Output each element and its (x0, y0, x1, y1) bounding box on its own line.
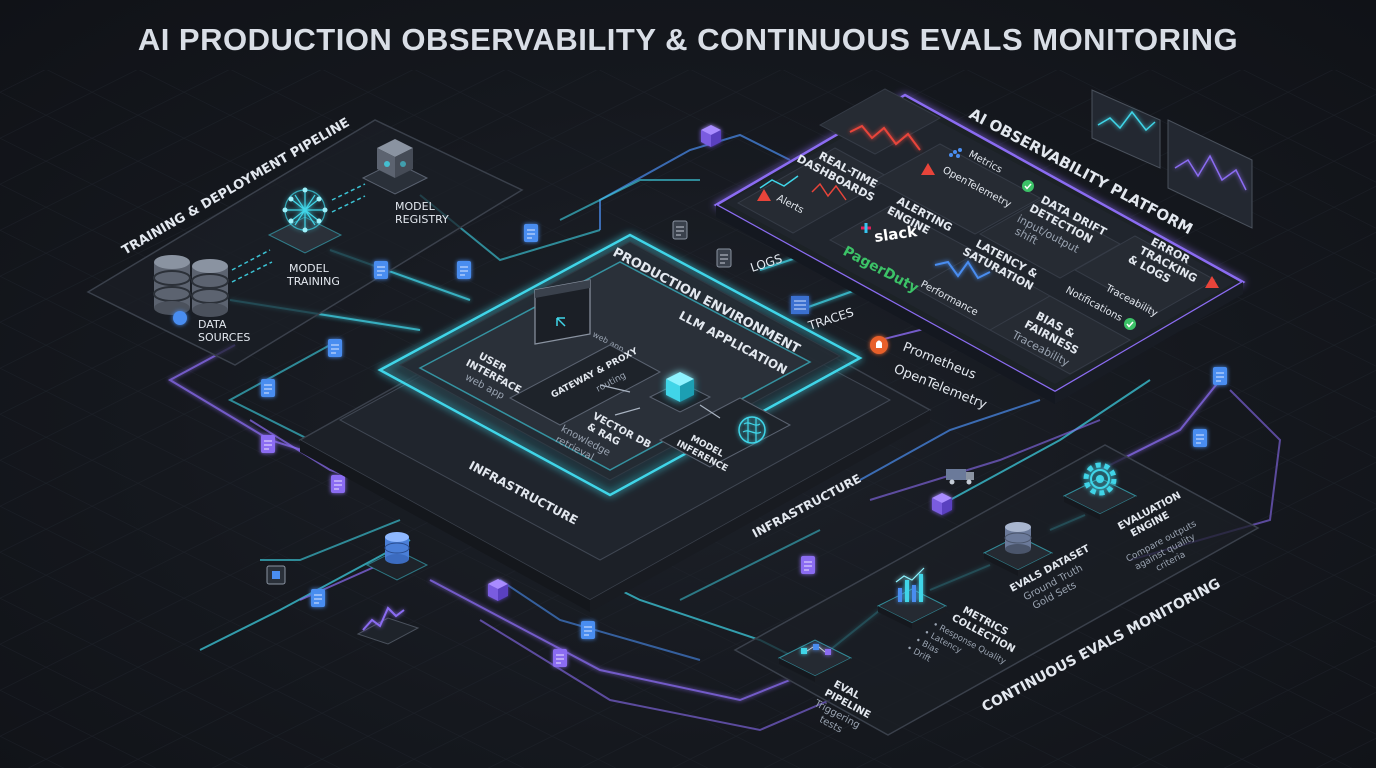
tile-metrics (873, 143, 1042, 235)
evals-dataset-icon (982, 522, 1054, 576)
document-icon (553, 649, 567, 667)
tile-error-tracking (1073, 235, 1217, 315)
document-icon (581, 621, 595, 639)
prometheus-icon (870, 336, 888, 354)
document-icon (331, 475, 345, 493)
red-mini-chart (811, 182, 847, 201)
cube-icons (488, 125, 952, 601)
data-sources-label: DATA SOURCES (198, 318, 250, 344)
alert-triangle-icon (757, 189, 771, 201)
gateway-card (508, 344, 662, 426)
monitor-screens (1091, 89, 1253, 229)
document-icon (261, 379, 275, 397)
document-icons (261, 220, 1227, 667)
cube-icon (488, 579, 508, 601)
metrics-dots-icon (949, 148, 962, 158)
neural-network-icon (267, 187, 343, 254)
page-title: AI PRODUCTION OBSERVABILITY & CONTINUOUS… (137, 22, 1239, 57)
document-icon (1193, 429, 1207, 447)
tile-chart-top (818, 88, 942, 155)
red-chart-line (849, 124, 921, 151)
cube-icon (932, 493, 952, 515)
model-registry-label: MODEL REGISTRY (395, 200, 449, 226)
document-icon (672, 220, 688, 240)
tile-bias-fairness (988, 295, 1132, 375)
model-brain-icon (738, 416, 766, 444)
document-icon (1213, 367, 1227, 385)
database-icon (153, 255, 229, 325)
model-registry-icon (361, 139, 429, 195)
production-environment: PRODUCTION ENVIRONMENT LLM APPLICATION w… (298, 233, 932, 612)
cube-icon (701, 125, 721, 147)
server-node-icon (365, 532, 429, 581)
browser-window (534, 279, 591, 345)
truck-icon (946, 469, 974, 485)
document-icon (374, 261, 388, 279)
chip-icon (266, 565, 286, 585)
training-flow-arrows (231, 183, 366, 283)
document-icon (261, 435, 275, 453)
document-icon (311, 589, 325, 607)
check-icon (1022, 180, 1034, 192)
continuous-evals-panel: CONTINUOUS EVALS MONITORING EVAL PIPELIN… (733, 444, 1260, 736)
model-training-label: MODEL TRAINING (286, 262, 340, 288)
cyan-mini-chart (759, 175, 799, 189)
monitor-screen-2 (1167, 119, 1253, 229)
alert-triangle-icon (1205, 276, 1219, 288)
slack-label: slack (873, 222, 919, 246)
latency-chart-line (934, 260, 991, 280)
monitor-screen-1 (1091, 89, 1161, 169)
alert-triangle-icon (921, 163, 935, 175)
document-icon (457, 261, 471, 279)
document-icon (801, 556, 815, 574)
document-icon (716, 248, 732, 268)
server-icon (791, 296, 809, 314)
mini-chart-icon (356, 606, 420, 645)
llm-core-cube-icon (648, 372, 712, 413)
document-icon (328, 339, 342, 357)
metrics-bar-icon (876, 567, 948, 629)
eval-pipeline-icon (777, 639, 853, 682)
document-icon (524, 224, 538, 242)
model-inference-card (658, 397, 792, 468)
internal-flow-arrows (599, 384, 721, 419)
gear-icon (1062, 462, 1138, 520)
slack-icon (861, 223, 871, 233)
check-icon (1124, 318, 1136, 330)
